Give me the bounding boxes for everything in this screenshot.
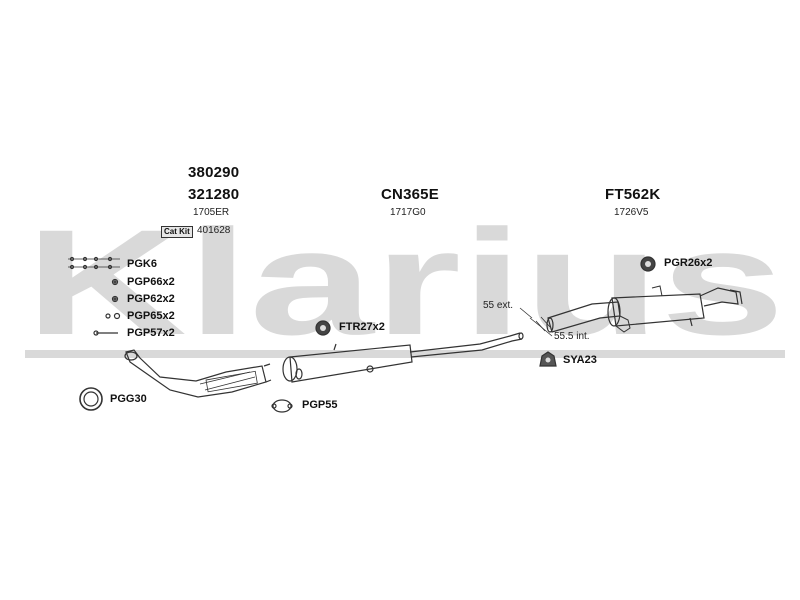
fitting-label-pgp65: PGP65x2 (127, 310, 175, 322)
washer-icon (105, 312, 121, 320)
gasket-ring-icon (79, 387, 103, 411)
label-pgr26: PGR26x2 (664, 257, 713, 269)
catkit-badge: Cat Kit (161, 226, 193, 238)
flange-clamp-icon (271, 399, 293, 413)
nut-icon (111, 295, 119, 303)
centre-silencer (282, 332, 524, 383)
label-ext-diameter: 55 ext. (483, 300, 514, 311)
left-oe-code: 1705ER (193, 207, 230, 218)
catalytic-converter (124, 349, 272, 398)
dimension-marker (519, 307, 553, 337)
fitting-label-pgp62: PGP62x2 (127, 293, 175, 305)
bolt-kit-icon (68, 256, 120, 270)
label-int-diameter: 55.5 int. (554, 331, 590, 342)
label-sya23: SYA23 (563, 354, 597, 366)
right-part-number: FT562K (605, 186, 661, 203)
fitting-label-pgk6: PGK6 (127, 258, 157, 270)
label-pgp55: PGP55 (302, 399, 338, 411)
rubber-ring-icon (640, 256, 656, 272)
left-part-number-2: 321280 (188, 186, 240, 203)
watermark-text: Klarius (25, 222, 785, 362)
middle-oe-code: 1717G0 (390, 207, 426, 218)
bolt-icon (93, 330, 118, 336)
label-pgg30: PGG30 (110, 393, 147, 405)
catkit-code: 401628 (197, 225, 231, 236)
rubber-hanger-icon (315, 320, 331, 336)
fitting-label-pgp66: PGP66x2 (127, 276, 175, 288)
nut-icon (111, 278, 119, 286)
watermark-logo: Klarius (25, 222, 785, 362)
right-oe-code: 1726V5 (614, 207, 649, 218)
left-part-number-1: 380290 (188, 164, 240, 181)
support-bracket-icon (539, 351, 557, 367)
watermark-underline (25, 350, 785, 358)
rear-silencer (546, 285, 743, 333)
label-ftr27: FTR27x2 (339, 321, 385, 333)
middle-part-number: CN365E (381, 186, 439, 203)
fitting-label-pgp57: PGP57x2 (127, 327, 175, 339)
